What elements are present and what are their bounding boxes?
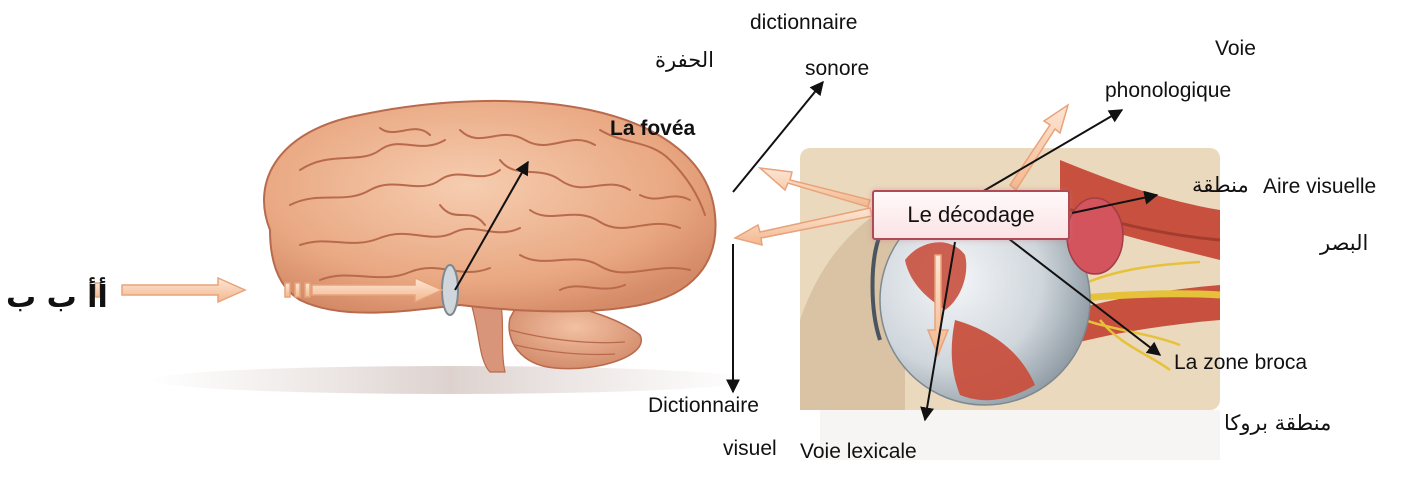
visual-area-ar-line1: منطقة: [1192, 175, 1249, 196]
aire-visuelle-label: Aire visuelle: [1263, 176, 1376, 197]
input-letters: أأ ب ب: [6, 283, 108, 313]
input-bars-2: [285, 283, 310, 297]
brainstem: [470, 300, 505, 372]
fovea-label-ar: الحفرة: [655, 50, 714, 71]
input-arrow-1: [122, 278, 245, 302]
decoding-box: Le décodage: [872, 190, 1070, 240]
voie-lexicale-label: Voie lexicale: [800, 441, 917, 462]
dict-visuel-line1: Dictionnaire: [648, 395, 759, 416]
voie-phono-line1: Voie: [1215, 38, 1256, 59]
dict-visuel-line2: visuel: [723, 438, 777, 459]
brain-shadow: [150, 366, 750, 394]
decoding-label: Le décodage: [907, 202, 1034, 228]
brain-illustration: [150, 101, 750, 394]
dict-sonore-line1: dictionnaire: [750, 12, 857, 33]
visual-area-ar-line2: البصر: [1320, 233, 1368, 254]
dict-sonore-line2: sonore: [805, 58, 869, 79]
broca-label-ar: منطقة بروكا: [1224, 413, 1331, 434]
voie-phono-line2: phonologique: [1105, 80, 1231, 101]
zone-broca-label: La zone broca: [1174, 352, 1307, 373]
visual-area-marker: [1067, 198, 1123, 274]
fovea-label: La fovéa: [610, 118, 695, 139]
